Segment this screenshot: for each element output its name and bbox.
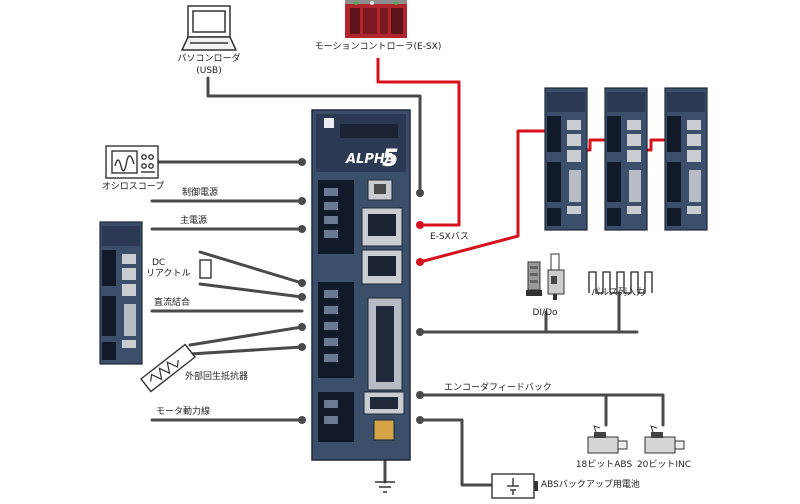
reactor-wire-upper	[198, 250, 304, 285]
gray-wires	[150, 76, 665, 487]
linked-servo-amplifier	[99, 221, 143, 365]
motion-controller-bus	[376, 58, 461, 227]
alpha-model-number: 5	[382, 144, 399, 172]
dc-reactor-icon	[199, 259, 212, 279]
oscilloscope-label: オシロスコープ	[101, 182, 165, 192]
proximity-sensor-icon	[526, 261, 542, 296]
esx-bus-terminals	[416, 221, 424, 266]
regen-resistor-label: 外部回生抵抗器	[185, 372, 249, 382]
regen-wire-1	[188, 325, 304, 347]
regen-wire-2	[188, 345, 304, 356]
motor-18bit-abs-icon	[587, 425, 628, 454]
usb-cable	[206, 76, 422, 195]
dc-reactor-label: DC	[152, 258, 166, 268]
motor-power-label: モータ動力線	[156, 407, 211, 417]
pc-loader-label: パソコンローダ	[177, 54, 241, 64]
battery-label: ABSバックアップ用電池	[541, 480, 640, 490]
encoder-feedback-label: エンコーダフィードバック	[444, 383, 552, 393]
battery-icon	[491, 473, 538, 499]
laptop-icon	[180, 5, 238, 51]
encoder-wire	[418, 393, 665, 427]
alpha-logo: ALPHA	[345, 152, 395, 167]
main-servo-amplifier: ALPHA 5	[311, 109, 411, 461]
motion-controller-icon	[345, 0, 407, 38]
encoder-20bit-label: 20ビットINC	[636, 460, 692, 470]
reactor-wire-lower	[198, 282, 304, 299]
dido-label: DI/Do	[532, 308, 558, 318]
pulse-train-label: パルス列入力	[591, 288, 646, 298]
oscilloscope-icon	[105, 145, 159, 179]
slave-servo-2	[604, 87, 648, 231]
esx-bus-wires	[376, 58, 699, 264]
esx-bus-label: E-SXバス	[430, 232, 469, 242]
dc-link-label: 直流結合	[154, 298, 191, 308]
regen-resistor-icon	[140, 343, 196, 393]
motion-controller-label: モーションコントローラ(E-SX)	[314, 42, 442, 52]
wire-terminals	[298, 158, 424, 424]
battery-wire	[418, 418, 494, 487]
motor-20bit-inc-icon	[644, 425, 685, 454]
control-power-label: 制御電源	[182, 188, 219, 198]
encoder-18bit-label: 18ビットABS	[575, 460, 633, 470]
ground-icon	[375, 481, 395, 493]
pulse-train-icon	[588, 271, 653, 294]
slave-servo-1	[544, 87, 588, 231]
main-power-label: 主電源	[180, 216, 208, 226]
photo-sensor-icon	[547, 253, 565, 300]
pc-loader-usb-label: (USB)	[196, 66, 222, 76]
dc-reactor-label-2: リアクトル	[146, 269, 191, 279]
slave-servo-3	[664, 87, 708, 231]
